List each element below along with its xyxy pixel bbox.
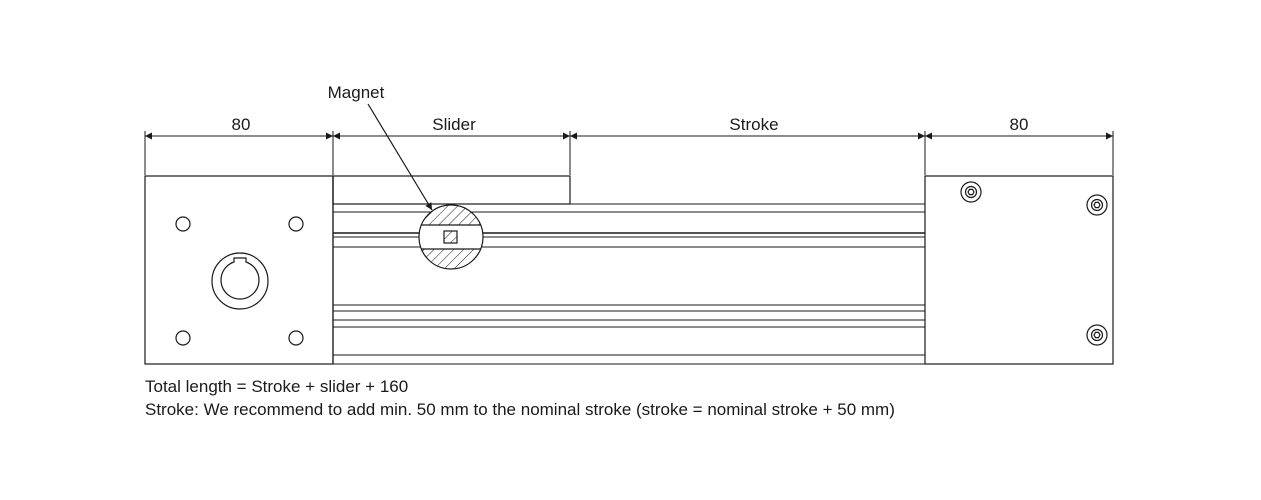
slider-carriage	[332, 175, 571, 364]
extension-lines	[144, 131, 1114, 175]
magnet-leader-line	[367, 103, 433, 211]
magnet-element	[443, 230, 458, 244]
mounting-hole	[288, 330, 304, 346]
dim-label-stroke: Stroke	[729, 115, 778, 134]
note-total-length: Total length = Stroke + slider + 160	[145, 377, 409, 396]
mounting-hole	[175, 330, 191, 346]
note-stroke-recommendation: Stroke: We recommend to add min. 50 mm t…	[145, 400, 895, 419]
drive-shaft-keyway	[220, 257, 260, 300]
hex-socket-screw	[1086, 324, 1108, 346]
magnet-label: Magnet	[328, 83, 385, 102]
magnet-detail	[418, 204, 484, 270]
mounting-hole	[175, 216, 191, 232]
mounting-hole	[288, 216, 304, 232]
hex-socket-screw	[960, 181, 982, 203]
left-end-cap	[144, 175, 334, 365]
hex-socket-screw	[1086, 194, 1108, 216]
dim-label-right-end: 80	[1010, 115, 1029, 134]
drive-shaft-outer	[211, 252, 269, 310]
dim-label-slider: Slider	[432, 115, 476, 134]
drawing-notes: Total length = Stroke + slider + 160 Str…	[145, 375, 895, 421]
dim-label-left-end: 80	[232, 115, 251, 134]
right-end-cap	[924, 175, 1114, 365]
